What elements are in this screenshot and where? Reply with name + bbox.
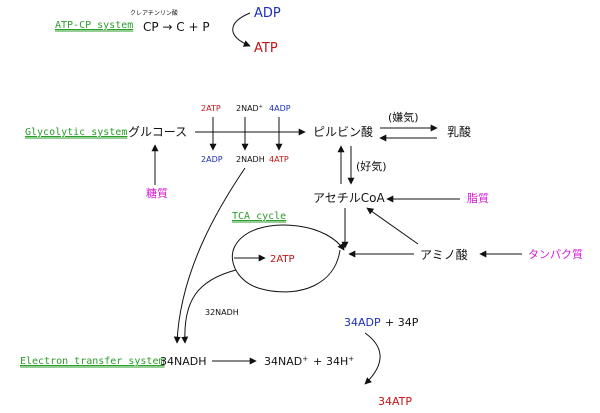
etc-adp-to-atp-arrow <box>364 332 381 385</box>
etc-atp: 34ATP <box>378 395 412 408</box>
fat-label: 脂質 <box>467 191 489 205</box>
glycolysis-output-atp: 4ATP <box>269 155 289 164</box>
creatine-phosphate-note: クレアチンリン酸 <box>130 9 178 17</box>
glycolysis-input-adp: 4ADP <box>269 104 291 113</box>
glycolysis-output-nadh: 2NADH <box>236 155 265 164</box>
glucose-label: グルコース <box>128 125 187 139</box>
glycolysis-input-nad: 2NAD+ <box>236 104 263 113</box>
etc-pi: + 34P <box>385 316 419 329</box>
lactate-label: 乳酸 <box>447 124 471 139</box>
glycolytic-system-label: Glycolytic system <box>25 127 127 138</box>
cycle-to-nadh-arrow <box>181 269 237 344</box>
etc-h: 34H+ <box>326 355 354 368</box>
glycolysis-input-atp: 2ATP <box>201 104 221 113</box>
anaerobic-label: (嫌気) <box>388 110 419 124</box>
acetyl-coa-label: アセチルCoA <box>313 191 385 205</box>
tca-nadh-label: 32NADH <box>205 308 239 317</box>
sugar-label: 糖質 <box>146 186 168 200</box>
atp-cp-system-label: ATP-CP system <box>55 20 133 31</box>
aerobic-label: (好気) <box>356 159 387 173</box>
cp-reaction: CP → C + P <box>143 20 210 34</box>
etc-plus: + <box>313 355 322 368</box>
atp-cp-adp: ADP <box>254 6 281 21</box>
etc-nadh: 34NADH <box>160 355 207 368</box>
amino-to-acetylcoa-arrow <box>366 207 419 245</box>
pyruvate-label: ピルビン酸 <box>313 124 373 139</box>
tca-cycle-label: TCA cycle <box>232 211 286 222</box>
glycolysis-nadh-to-etc-arrow <box>173 167 246 344</box>
glycolysis-output-adp: 2ADP <box>201 155 223 164</box>
adp-to-atp-arrow <box>232 12 251 47</box>
tca-cycle-loop <box>231 224 345 293</box>
etc-adp: 34ADP <box>344 316 381 329</box>
etc-nad: 34NAD+ <box>264 355 308 368</box>
tca-atp: 2ATP <box>270 254 295 265</box>
electron-transfer-system-label: Electron transfer system <box>20 356 165 367</box>
amino-acid-label: アミノ酸 <box>420 247 468 262</box>
protein-label: タンパク質 <box>528 247 583 261</box>
atp-cp-atp: ATP <box>254 41 278 56</box>
